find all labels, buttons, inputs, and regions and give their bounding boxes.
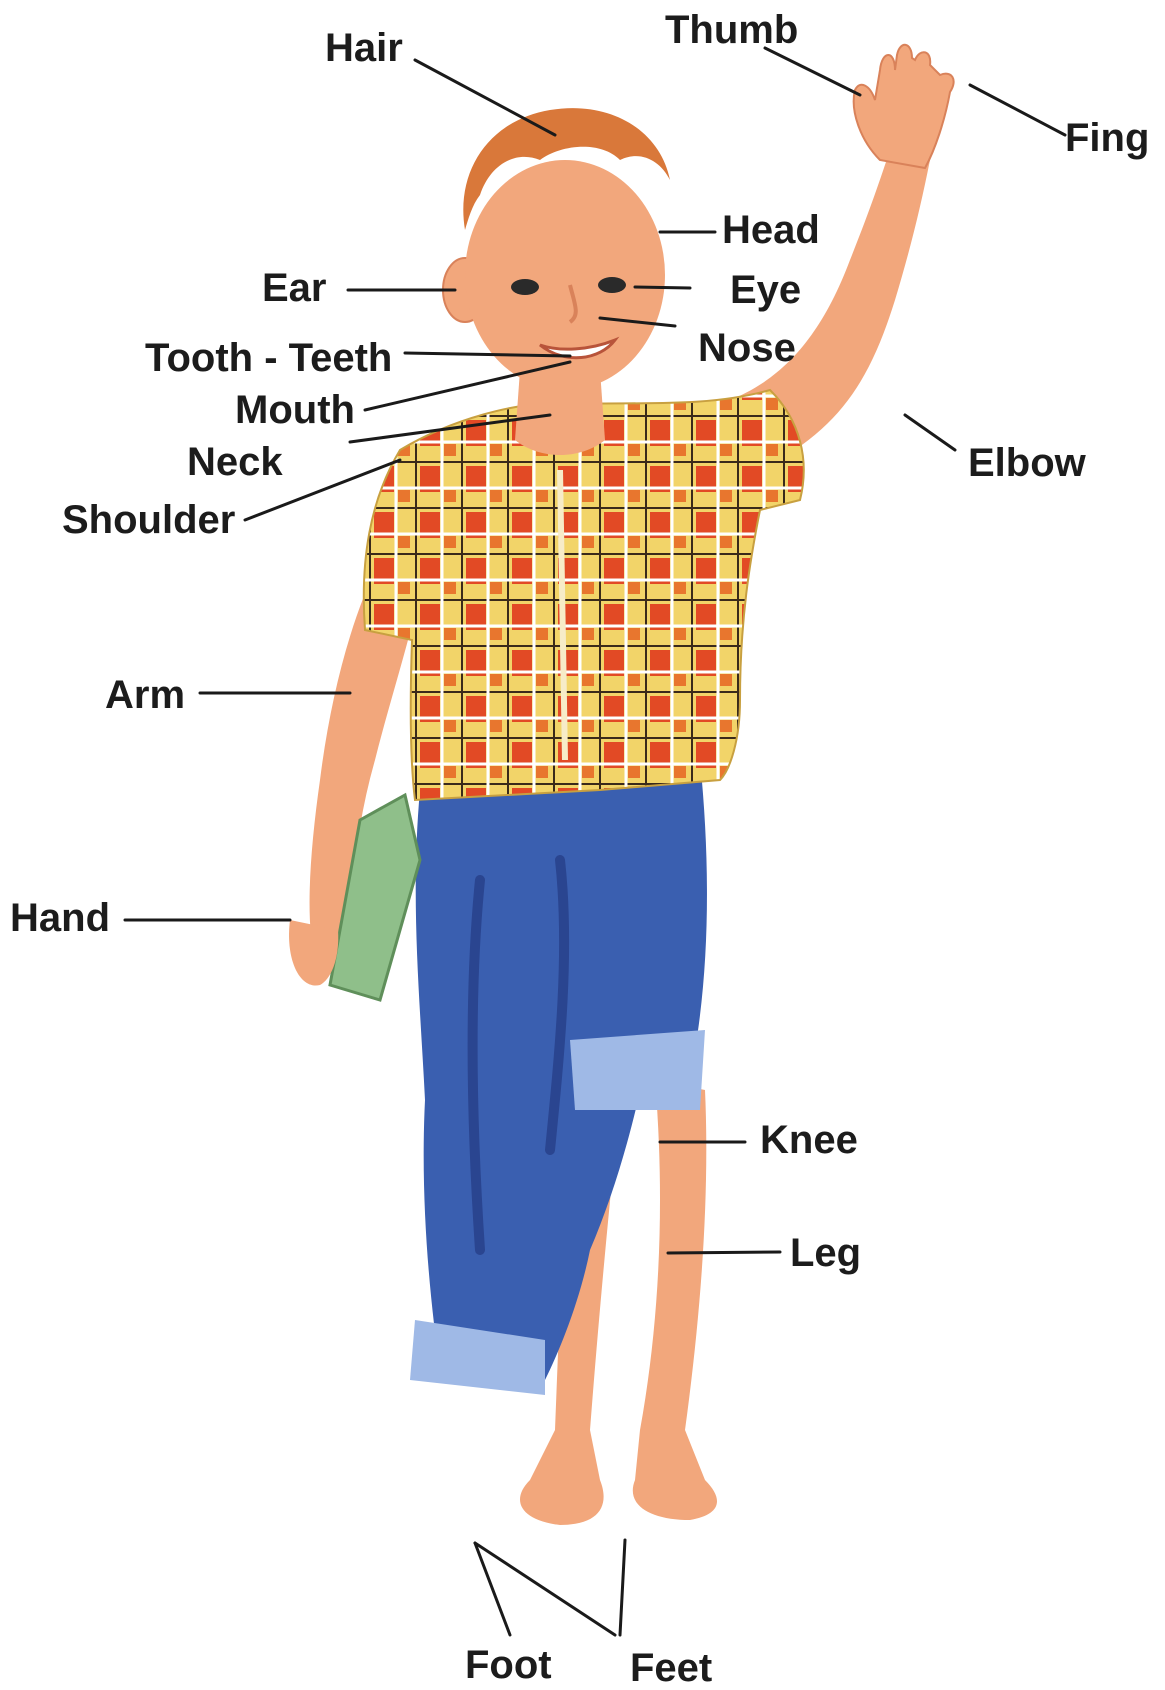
label-neck: Neck	[187, 442, 283, 482]
leader-feet-2	[620, 1540, 625, 1635]
leader-leg	[668, 1252, 780, 1253]
label-eye: Eye	[730, 270, 801, 310]
label-shoulder: Shoulder	[62, 500, 235, 540]
label-knee: Knee	[760, 1120, 858, 1160]
leader-foot	[475, 1543, 510, 1635]
leader-eye	[635, 287, 690, 288]
label-leg: Leg	[790, 1233, 861, 1273]
leader-elbow	[905, 415, 955, 450]
label-hair: Hair	[325, 28, 403, 68]
label-head: Head	[722, 210, 820, 250]
leader-finger	[970, 85, 1065, 135]
label-tooth: Tooth - Teeth	[145, 338, 392, 378]
label-elbow: Elbow	[968, 443, 1086, 483]
label-thumb: Thumb	[665, 10, 798, 50]
label-foot: Foot	[465, 1645, 552, 1685]
label-nose: Nose	[698, 328, 796, 368]
head	[443, 108, 670, 390]
leader-feet-1	[475, 1543, 615, 1635]
shirt	[364, 390, 804, 800]
label-finger: Fing	[1065, 118, 1149, 158]
leader-hair	[415, 60, 555, 135]
label-feet: Feet	[630, 1648, 712, 1688]
leader-thumb	[765, 48, 860, 95]
label-hand: Hand	[10, 898, 110, 938]
label-arm: Arm	[105, 675, 185, 715]
label-ear: Ear	[262, 268, 327, 308]
label-mouth: Mouth	[235, 390, 355, 430]
